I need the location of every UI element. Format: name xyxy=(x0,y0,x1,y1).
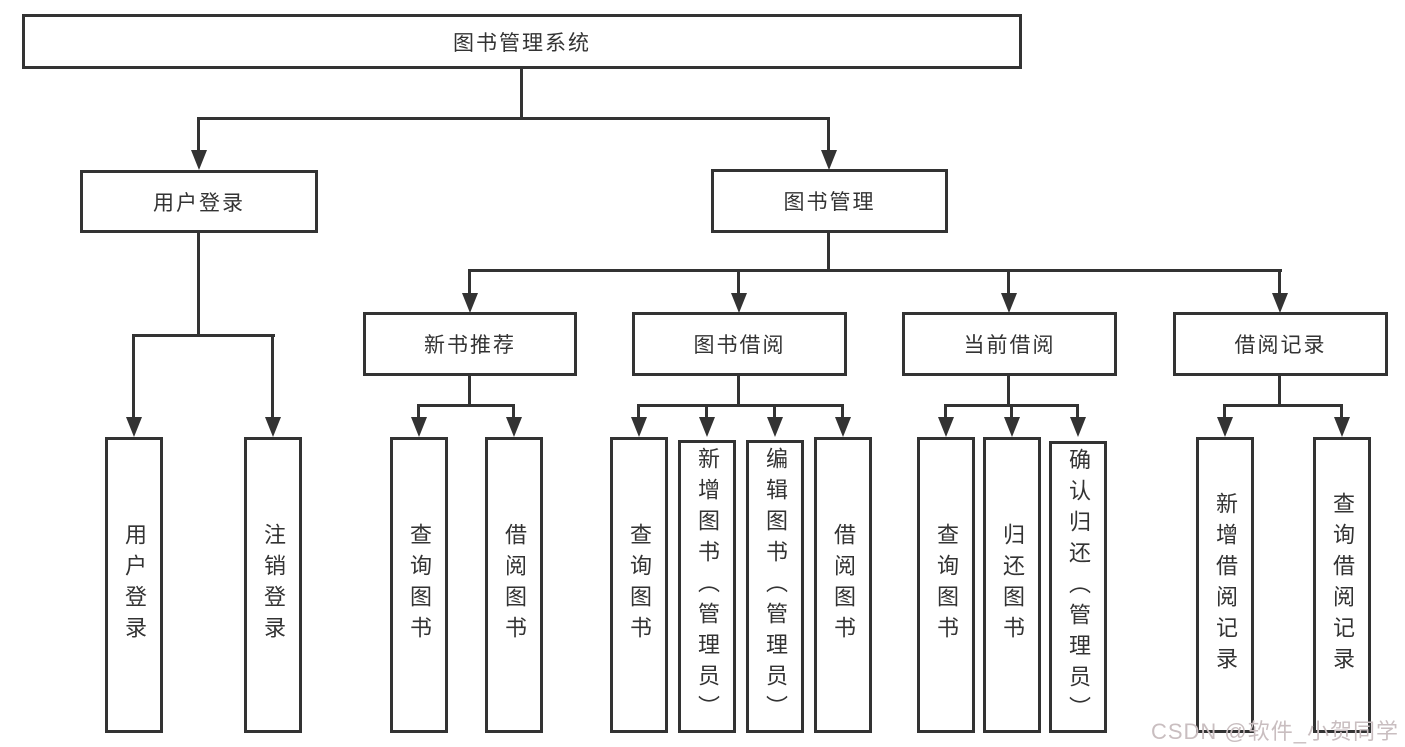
connector-vline xyxy=(520,69,523,118)
connector-vline xyxy=(197,233,200,336)
connector-vline xyxy=(417,404,420,419)
arrowhead-down-icon xyxy=(506,417,522,437)
connector-vline xyxy=(1076,404,1079,419)
arrowhead-down-icon xyxy=(1070,417,1086,437)
leaf-logout-label: 注销登录 xyxy=(261,523,286,647)
connector-vline xyxy=(512,404,515,419)
node-root: 图书管理系统 xyxy=(22,14,1022,69)
leaf-recommend-query-books: 查询图书 xyxy=(390,437,448,733)
arrowhead-down-icon xyxy=(1001,293,1017,313)
arrowhead-down-icon xyxy=(767,417,783,437)
leaf-recommend-borrow-books-label: 借阅图书 xyxy=(502,523,527,647)
node-new-book-recommend: 新书推荐 xyxy=(363,312,577,376)
arrowhead-down-icon xyxy=(835,417,851,437)
arrowhead-down-icon xyxy=(265,417,281,437)
leaf-recommend-borrow-books: 借阅图书 xyxy=(485,437,543,733)
leaf-records-query-record-label: 查询借阅记录 xyxy=(1330,492,1355,678)
connector-vline xyxy=(1007,269,1010,295)
leaf-user-login-label: 用户登录 xyxy=(122,523,147,647)
node-current-borrowing: 当前借阅 xyxy=(902,312,1117,376)
leaf-borrowing-query-books: 查询图书 xyxy=(610,437,668,733)
node-user-login-label: 用户登录 xyxy=(153,191,245,215)
connector-vline xyxy=(705,404,708,419)
node-new-book-recommend-label: 新书推荐 xyxy=(424,334,516,357)
node-book-management-label: 图书管理 xyxy=(783,191,876,214)
arrowhead-down-icon xyxy=(462,293,478,313)
connector-vline xyxy=(197,117,200,151)
connector-vline xyxy=(1007,376,1010,406)
leaf-logout: 注销登录 xyxy=(244,437,302,733)
node-borrowing-records-label: 借阅记录 xyxy=(1234,334,1327,357)
connector-vline xyxy=(1010,404,1013,419)
arrowhead-down-icon xyxy=(699,417,715,437)
leaf-records-add-record: 新增借阅记录 xyxy=(1196,437,1254,733)
arrowhead-down-icon xyxy=(731,293,747,313)
node-book-management: 图书管理 xyxy=(711,169,948,233)
arrowhead-down-icon xyxy=(1272,293,1288,313)
node-current-borrowing-label: 当前借阅 xyxy=(963,334,1056,357)
connector-vline xyxy=(944,404,947,419)
connector-vline xyxy=(271,334,274,419)
leaf-current-confirm-return-admin: 确认归还（管理员） xyxy=(1049,441,1107,733)
arrowhead-down-icon xyxy=(1217,417,1233,437)
arrowhead-down-icon xyxy=(821,150,837,170)
leaf-current-confirm-return-admin-label: 确认归还（管理员） xyxy=(1066,447,1091,727)
leaf-borrowing-add-books-admin: 新增图书（管理员） xyxy=(678,440,736,733)
connector-vline xyxy=(1340,404,1343,419)
leaf-borrowing-borrow-books: 借阅图书 xyxy=(814,437,872,733)
node-root-label: 图书管理系统 xyxy=(453,31,591,55)
leaf-borrowing-query-books-label: 查询图书 xyxy=(627,523,652,647)
connector-hline xyxy=(197,117,830,120)
connector-hline xyxy=(417,404,515,407)
leaf-current-return-books: 归还图书 xyxy=(983,437,1041,733)
csdn-watermark: CSDN @软件_小贺同学 xyxy=(1150,719,1399,744)
leaf-borrowing-edit-books-admin: 编辑图书（管理员） xyxy=(746,440,804,733)
connector-hline xyxy=(132,334,275,337)
leaf-user-login: 用户登录 xyxy=(105,437,163,733)
node-user-login: 用户登录 xyxy=(80,170,318,233)
connector-vline xyxy=(468,376,471,406)
arrowhead-down-icon xyxy=(1004,417,1020,437)
connector-vline xyxy=(132,334,135,419)
connector-vline xyxy=(827,117,830,151)
connector-vline xyxy=(1278,269,1281,295)
leaf-current-query-books-label: 查询图书 xyxy=(934,523,959,647)
node-book-borrowing-label: 图书借阅 xyxy=(693,334,786,357)
connector-vline xyxy=(1278,376,1281,406)
node-book-borrowing: 图书借阅 xyxy=(632,312,847,376)
leaf-current-return-books-label: 归还图书 xyxy=(1000,523,1025,647)
arrowhead-down-icon xyxy=(191,150,207,170)
arrowhead-down-icon xyxy=(631,417,647,437)
connector-vline xyxy=(827,233,830,271)
leaf-records-query-record: 查询借阅记录 xyxy=(1313,437,1371,733)
leaf-recommend-query-books-label: 查询图书 xyxy=(407,523,432,647)
node-borrowing-records: 借阅记录 xyxy=(1173,312,1388,376)
leaf-borrowing-edit-books-admin-label: 编辑图书（管理员） xyxy=(763,447,788,726)
connector-vline xyxy=(737,269,740,295)
arrowhead-down-icon xyxy=(938,417,954,437)
leaf-borrowing-add-books-admin-label: 新增图书（管理员） xyxy=(695,447,720,726)
connector-hline xyxy=(637,404,844,407)
leaf-records-add-record-label: 新增借阅记录 xyxy=(1213,492,1238,678)
leaf-current-query-books: 查询图书 xyxy=(917,437,975,733)
connector-vline xyxy=(637,404,640,419)
arrowhead-down-icon xyxy=(126,417,142,437)
connector-hline xyxy=(1223,404,1343,407)
connector-vline xyxy=(841,404,844,419)
connector-vline xyxy=(468,269,471,295)
leaf-borrowing-borrow-books-label: 借阅图书 xyxy=(831,523,856,647)
connector-vline xyxy=(1223,404,1226,419)
connector-vline xyxy=(737,376,740,406)
connector-vline xyxy=(773,404,776,419)
connector-hline xyxy=(468,269,1282,272)
arrowhead-down-icon xyxy=(1334,417,1350,437)
arrowhead-down-icon xyxy=(411,417,427,437)
